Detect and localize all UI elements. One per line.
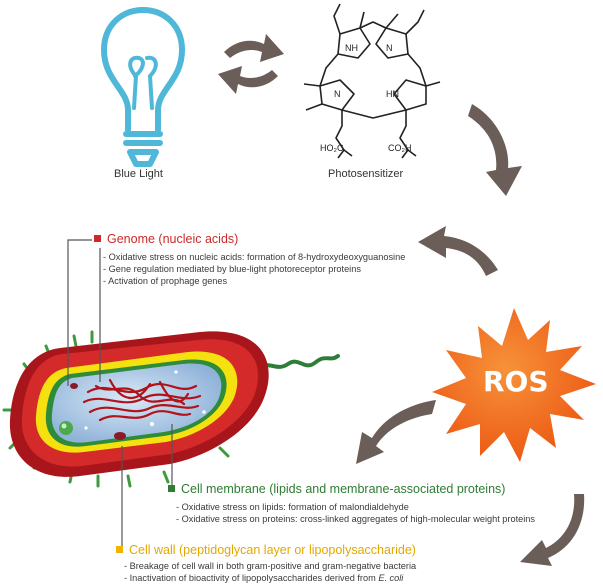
genome-bullets: - Oxidative stress on nucleic acids: for…	[103, 251, 405, 287]
molecule-hn-label: HN	[386, 89, 399, 99]
light-bulb-icon	[101, 7, 185, 167]
wall-bullet-2: - Inactivation of bioactivity of lipopol…	[124, 572, 416, 584]
membrane-marker-icon	[168, 485, 175, 492]
genome-bullet-2: - Gene regulation mediated by blue-light…	[103, 264, 361, 274]
arrow-to-wall-icon	[520, 494, 585, 566]
photosensitizer-molecule	[303, 3, 441, 159]
molecule-n-left-label: N	[334, 89, 341, 99]
molecule-n-right-label: N	[386, 43, 393, 53]
membrane-bullets: - Oxidative stress on lipids: formation …	[176, 501, 535, 525]
molecule-nh-label: NH	[345, 43, 358, 53]
wall-title: Cell wall (peptidoglycan layer or lipopo…	[116, 543, 416, 557]
wall-bullet-2-species: E. coli	[378, 573, 404, 583]
wall-marker-icon	[116, 546, 123, 553]
photosensitizer-label: Photosensitizer	[328, 168, 404, 180]
ros-starburst-icon	[432, 308, 596, 462]
wall-bullet-2-text: - Inactivation of bioactivity of lipopol…	[124, 573, 379, 583]
flagellum	[256, 354, 340, 370]
genome-bullet-3: - Activation of prophage genes	[103, 276, 228, 286]
dna-nucleoid	[82, 378, 202, 422]
ros-label: ROS	[483, 365, 549, 398]
genome-bullet-1: - Oxidative stress on nucleic acids: for…	[103, 252, 406, 262]
membrane-title-text: Cell membrane (lipids and membrane-assoc…	[181, 482, 506, 496]
membrane-bullet-2: - Oxidative stress on proteins: cross-li…	[176, 514, 535, 524]
curved-arrows	[356, 104, 585, 566]
wall-title-text: Cell wall (peptidoglycan layer or lipopo…	[129, 543, 416, 557]
genome-marker-icon	[94, 235, 101, 242]
membrane-bullet-1: - Oxidative stress on lipids: formation …	[176, 502, 409, 512]
arrow-to-membrane-icon	[356, 400, 436, 464]
arrow-to-ros-icon	[468, 104, 522, 196]
genome-title: Genome (nucleic acids)	[94, 232, 238, 246]
genome-title-text: Genome (nucleic acids)	[107, 232, 239, 246]
exchange-arrows-icon	[218, 34, 284, 94]
molecule-acid-right-label: CO₂H	[388, 143, 412, 153]
wall-bullets: - Breakage of cell wall in both gram-pos…	[124, 560, 416, 584]
wall-bullet-1: - Breakage of cell wall in both gram-pos…	[124, 561, 417, 571]
molecule-acid-left-label: HO₂C	[320, 143, 344, 153]
bacterium-cell	[2, 330, 340, 488]
arrow-to-genome-icon	[418, 226, 498, 276]
blue-light-label: Blue Light	[114, 168, 163, 180]
membrane-title: Cell membrane (lipids and membrane-assoc…	[168, 482, 505, 496]
leader-lines	[67, 239, 173, 550]
